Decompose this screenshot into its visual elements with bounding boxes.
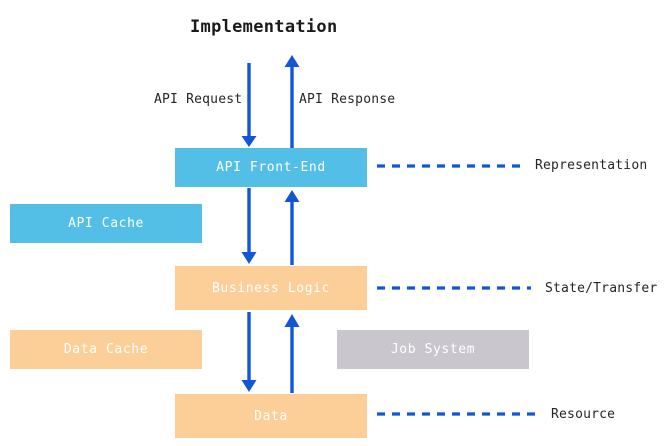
flow-label-api-response: API Response [299, 92, 396, 107]
arrow-data-to-logic [284, 314, 300, 393]
side-label-resource: Resource [551, 407, 616, 422]
node-data-cache[interactable]: Data Cache [10, 330, 202, 369]
node-data[interactable]: Data [175, 394, 367, 438]
node-api-cache[interactable]: API Cache [10, 204, 202, 243]
diagram-title: Implementation [190, 17, 338, 37]
node-business-logic[interactable]: Business Logic [175, 266, 367, 310]
arrow-logic-to-data [241, 312, 257, 392]
node-job-system[interactable]: Job System [337, 330, 529, 369]
arrow-front-to-logic [241, 188, 257, 264]
side-label-representation: Representation [535, 158, 648, 173]
arrow-request-in [241, 63, 257, 147]
node-api-front-end[interactable]: API Front-End [175, 148, 367, 187]
flow-label-api-request: API Request [154, 92, 243, 107]
arrow-response-out [284, 55, 300, 148]
arrow-logic-to-front [284, 190, 300, 265]
side-label-state-transfer: State/Transfer [545, 281, 658, 296]
